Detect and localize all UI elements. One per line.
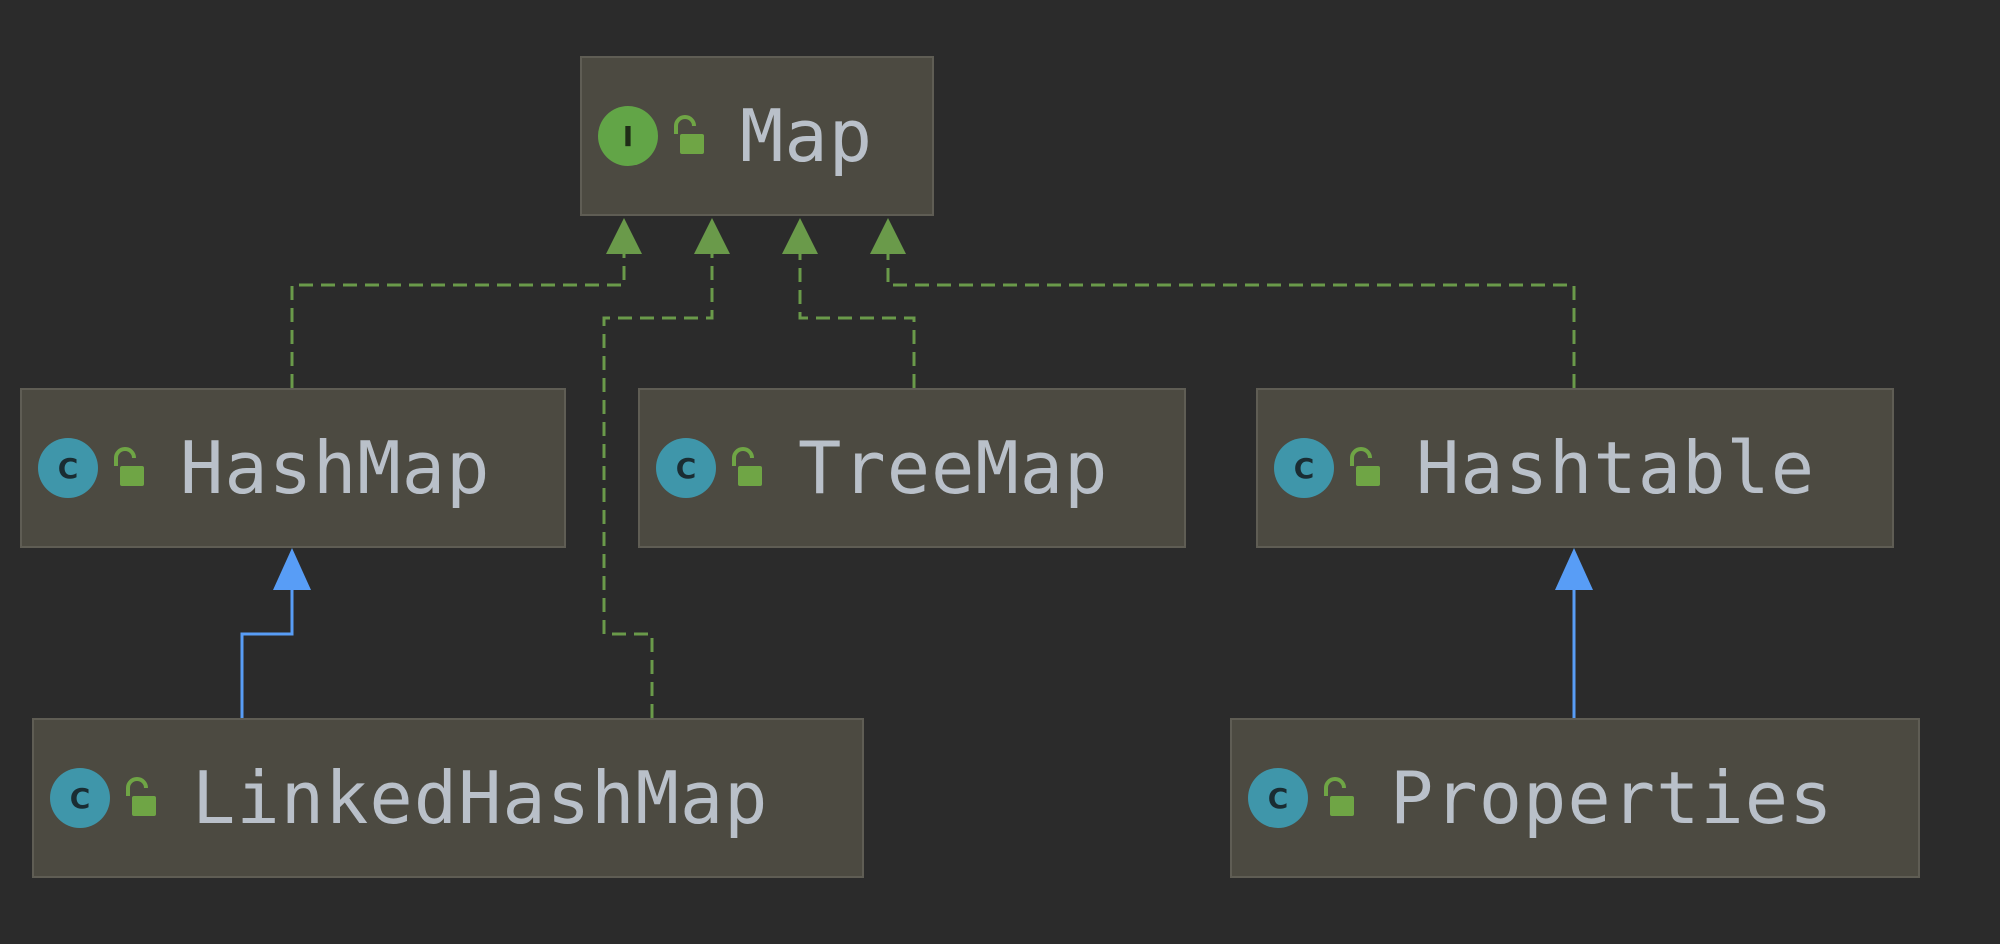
node-hashtable[interactable]: C Hashtable (1256, 388, 1894, 548)
unlocked-icon (114, 447, 144, 486)
unlocked-icon (732, 447, 762, 486)
node-label-linkedhashmap: LinkedHashMap (192, 756, 769, 840)
class-icon: C (656, 438, 716, 498)
node-label-hashmap: HashMap (180, 426, 491, 510)
unlocked-icon (126, 777, 156, 816)
edge-treemap-implements-map (798, 252, 916, 388)
edge-linkedhashmap-implements-map (602, 252, 714, 718)
edge-arrowhead-hashtable-map (870, 218, 906, 254)
interface-icon: I (598, 106, 658, 166)
node-linkedhashmap[interactable]: C LinkedHashMap (32, 718, 864, 878)
edge-arrowhead-treemap-map (782, 218, 818, 254)
class-icon: C (38, 438, 98, 498)
edge-hashtable-implements-map (886, 252, 1576, 388)
node-label-map: Map (740, 94, 874, 178)
class-icon: C (1248, 768, 1308, 828)
unlocked-icon (1324, 777, 1354, 816)
edge-arrowhead-properties-hashtable (1555, 548, 1593, 590)
node-label-properties: Properties (1390, 756, 1834, 840)
edge-linkedhashmap-extends-hashmap (240, 588, 294, 718)
edge-arrowhead-hashmap-map (606, 218, 642, 254)
node-label-hashtable: Hashtable (1416, 426, 1816, 510)
class-icon: C (1274, 438, 1334, 498)
node-label-treemap: TreeMap (798, 426, 1109, 510)
node-properties[interactable]: C Properties (1230, 718, 1920, 878)
edge-hashmap-implements-map (290, 252, 626, 388)
unlocked-icon (1350, 447, 1380, 486)
node-hashmap[interactable]: C HashMap (20, 388, 566, 548)
node-treemap[interactable]: C TreeMap (638, 388, 1186, 548)
node-map[interactable]: I Map (580, 56, 934, 216)
edge-arrowhead-linkedhashmap-map (694, 218, 730, 254)
class-icon: C (50, 768, 110, 828)
unlocked-icon (674, 115, 704, 154)
edge-arrowhead-linkedhashmap-hashmap (273, 548, 311, 590)
